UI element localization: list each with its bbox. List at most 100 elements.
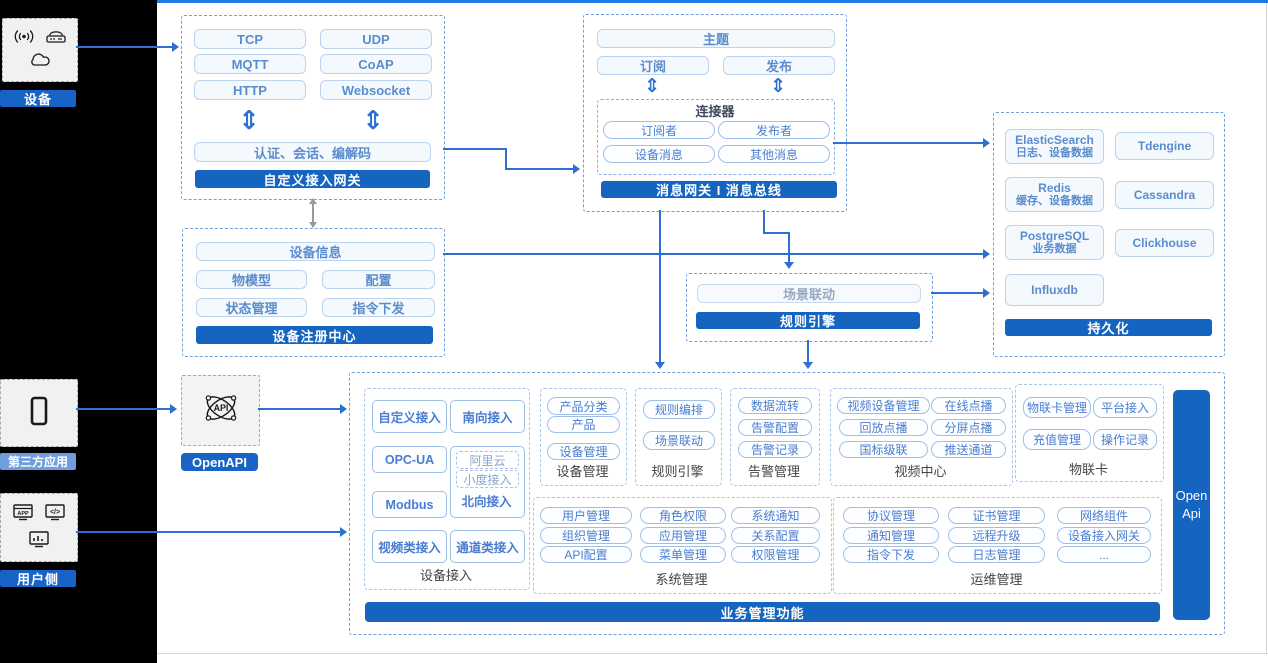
relation-config: 关系配置 bbox=[731, 527, 820, 544]
operation-records: 操作记录 bbox=[1093, 429, 1157, 450]
config-box: 配置 bbox=[322, 270, 435, 289]
flow-line bbox=[258, 408, 342, 410]
store-postgresql: PostgreSQL 业务数据 bbox=[1005, 225, 1104, 260]
thing-model-box: 物模型 bbox=[196, 270, 307, 289]
app-mgmt: 应用管理 bbox=[640, 527, 726, 544]
modbus: Modbus bbox=[372, 491, 447, 518]
protocol-mgmt: 协议管理 bbox=[843, 507, 939, 524]
aliyun-access: 阿里云 bbox=[456, 451, 519, 469]
section-label-device-mgmt: 设备管理 bbox=[556, 463, 609, 479]
remote-upgrade: 远程升级 bbox=[948, 527, 1045, 544]
arrow-head bbox=[983, 288, 990, 298]
arrow-head bbox=[340, 404, 347, 414]
flow-line bbox=[931, 292, 985, 294]
store-sub: 缓存、设备数据 bbox=[1016, 195, 1093, 208]
arrow-head bbox=[983, 249, 990, 259]
playback: 回放点播 bbox=[839, 419, 928, 436]
publish-box: 发布 bbox=[723, 56, 835, 75]
protocol-tcp: TCP bbox=[194, 29, 306, 49]
opc-ua: OPC-UA bbox=[372, 446, 447, 473]
other-message-box: 其他消息 bbox=[718, 145, 830, 163]
arrow-head bbox=[655, 362, 665, 369]
flow-line bbox=[788, 232, 790, 264]
api-config: API配置 bbox=[540, 546, 632, 563]
data-flow: 数据流转 bbox=[738, 397, 812, 414]
iot-card-mgmt: 物联卡管理 bbox=[1023, 397, 1091, 418]
user-mgmt: 用户管理 bbox=[540, 507, 632, 524]
arrow-head bbox=[172, 42, 179, 52]
message-bus-title: 消息网关 I 消息总线 bbox=[601, 181, 837, 198]
store-cassandra: Cassandra bbox=[1115, 181, 1214, 209]
third-party-box bbox=[0, 379, 78, 447]
business-footer-bar: 业务管理功能 bbox=[365, 602, 1160, 622]
flow-line bbox=[505, 168, 575, 170]
section-label-iot-card: 物联卡 bbox=[1068, 461, 1108, 477]
updown-arrow-icon: ⇕ bbox=[238, 104, 260, 135]
flow-line bbox=[443, 148, 507, 150]
flow-line bbox=[763, 210, 765, 234]
rule-engine-title: 规则引擎 bbox=[696, 312, 920, 329]
rule-orchestration: 规则编排 bbox=[643, 400, 715, 419]
section-label-video-center: 视频中心 bbox=[894, 463, 947, 479]
split-screen-play: 分屏点播 bbox=[931, 419, 1006, 436]
connector-title: 连接器 bbox=[695, 103, 735, 119]
arrow-head bbox=[340, 527, 347, 537]
updown-arrow-icon: ⇕ bbox=[770, 75, 786, 97]
store-clickhouse: Clickhouse bbox=[1115, 229, 1214, 257]
custom-access: 自定义接入 bbox=[372, 400, 447, 433]
device-message-box: 设备消息 bbox=[603, 145, 715, 163]
push-channel: 推送通道 bbox=[931, 441, 1006, 458]
flow-line bbox=[505, 148, 507, 170]
recharge-mgmt: 充值管理 bbox=[1023, 429, 1091, 450]
protocol-websocket: Websocket bbox=[320, 80, 432, 100]
signal-icon bbox=[13, 29, 35, 49]
store-redis: Redis 缓存、设备数据 bbox=[1005, 177, 1104, 212]
flow-line bbox=[76, 531, 342, 533]
command-dispatch: 指令下发 bbox=[843, 546, 939, 563]
chart-monitor-icon bbox=[28, 530, 50, 553]
flow-line bbox=[659, 210, 661, 364]
api-atom-icon: API bbox=[200, 387, 242, 434]
section-label-ops-mgmt: 运维管理 bbox=[970, 571, 1023, 587]
custom-gateway-title: 自定义接入网关 bbox=[195, 170, 430, 188]
registry-title: 设备注册中心 bbox=[196, 326, 433, 344]
open-api-side-bar: Open Api bbox=[1173, 390, 1210, 620]
arrow-head-up bbox=[309, 198, 317, 204]
flow-line bbox=[763, 232, 790, 234]
status-mgmt-box: 状态管理 bbox=[196, 298, 307, 317]
north-access: 北向接入 bbox=[461, 494, 512, 509]
menu-mgmt: 菜单管理 bbox=[640, 546, 726, 563]
protocol-mqtt: MQTT bbox=[194, 54, 306, 74]
arrow-head bbox=[803, 362, 813, 369]
product: 产品 bbox=[547, 416, 620, 433]
user-side-label: 用户侧 bbox=[0, 570, 76, 587]
svg-text:APP: APP bbox=[17, 511, 29, 517]
permission-mgmt: 权限管理 bbox=[731, 546, 820, 563]
flow-line bbox=[807, 340, 809, 364]
alarm-records: 告警记录 bbox=[738, 441, 812, 458]
connector-group-box bbox=[597, 99, 835, 175]
arrow-head-down bbox=[309, 222, 317, 228]
flow-line bbox=[76, 46, 174, 48]
arrow-head bbox=[573, 164, 580, 174]
cert-mgmt: 证书管理 bbox=[948, 507, 1045, 524]
section-label-rule-engine: 规则引擎 bbox=[651, 463, 704, 479]
device-source-box bbox=[2, 18, 78, 82]
topic-box: 主题 bbox=[597, 29, 835, 48]
bottom-hairline bbox=[157, 653, 1268, 654]
command-dispatch-box: 指令下发 bbox=[322, 298, 435, 317]
store-tdengine: Tdengine bbox=[1115, 132, 1214, 160]
open-api-line2: Api bbox=[1182, 506, 1201, 521]
subscriber-box: 订阅者 bbox=[603, 121, 715, 139]
section-label-device-access: 设备接入 bbox=[419, 567, 472, 583]
top-accent-line bbox=[157, 0, 1268, 3]
open-api-line1: Open bbox=[1175, 488, 1208, 504]
flow-line bbox=[76, 408, 172, 410]
scene-linkage-box: 场景联动 bbox=[697, 284, 921, 303]
system-notice: 系统通知 bbox=[731, 507, 820, 524]
device-access-gateway: 设备接入网关 bbox=[1057, 527, 1151, 544]
store-influxdb: Influxdb bbox=[1005, 274, 1104, 306]
section-label-system-mgmt: 系统管理 bbox=[655, 571, 708, 587]
device-info-box: 设备信息 bbox=[196, 242, 435, 261]
notice-mgmt: 通知管理 bbox=[843, 527, 939, 544]
